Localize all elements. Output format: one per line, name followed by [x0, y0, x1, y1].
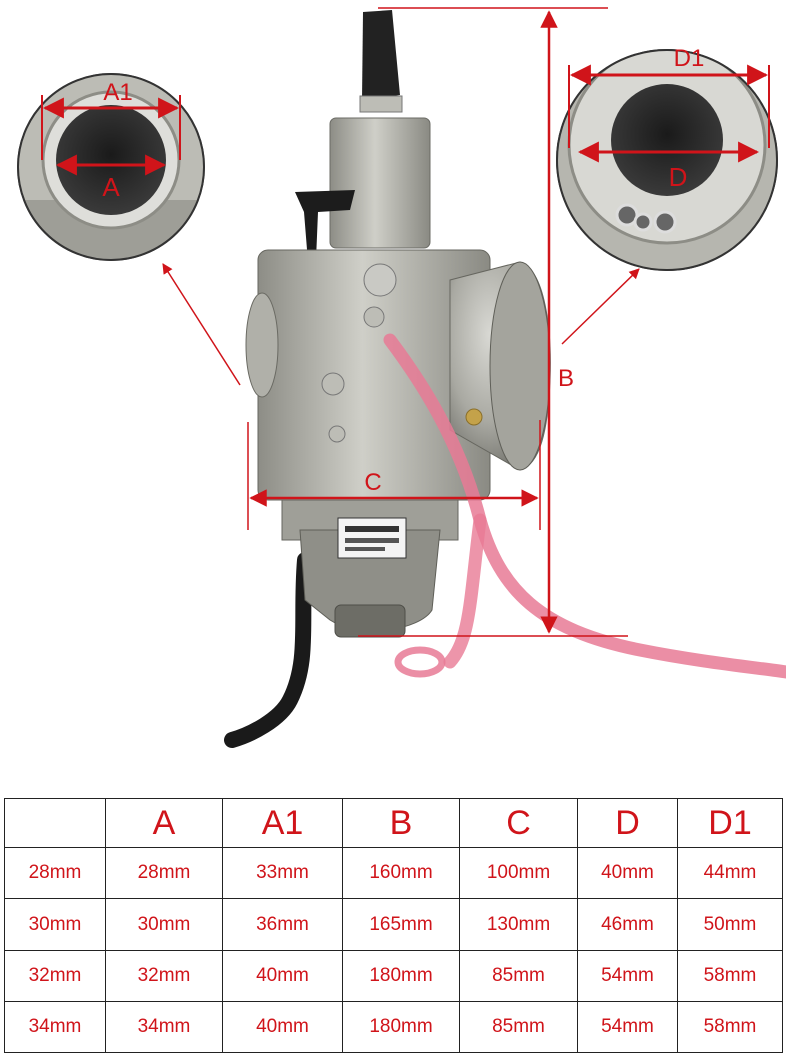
table-cell: 85mm [459, 950, 578, 1002]
table-cell: 34mm [105, 1001, 223, 1053]
carburetor-figure: A1 A D1 D B [17, 7, 786, 748]
table-cell: 180mm [342, 950, 460, 1002]
dimension-label-b: B [558, 365, 574, 392]
table-cell: 30mm [105, 898, 223, 951]
table-cell: 100mm [459, 847, 578, 899]
table-cell: 28mm [4, 847, 106, 899]
table-cell: 33mm [222, 847, 343, 899]
table-row: 28mm 28mm 33mm 160mm 100mm 40mm 44mm [4, 847, 783, 899]
table-cell: 160mm [342, 847, 460, 899]
inlet-detail-inset: A1 A [17, 73, 205, 261]
table-row: 34mm 34mm 40mm 180mm 85mm 54mm 58mm [4, 1001, 783, 1053]
dimension-c: C [247, 420, 541, 530]
size-spec-table: A A1 B C D D1 28mm 28mm 33mm 160mm 100mm… [4, 798, 783, 1053]
table-header-row: A A1 B C D D1 [4, 798, 783, 848]
table-cell: 32mm [4, 950, 106, 1002]
table-cell: 46mm [577, 898, 678, 951]
dimension-label-c: C [364, 469, 381, 496]
table-cell: 32mm [105, 950, 223, 1002]
table-cell: 180mm [342, 1001, 460, 1053]
table-cell: 85mm [459, 1001, 578, 1053]
table-cell: 36mm [222, 898, 343, 951]
table-header-cell [4, 798, 106, 848]
inlet-pointer-arrow [162, 263, 241, 386]
dimension-label-a: A [102, 172, 120, 202]
table-header-cell: C [459, 798, 578, 848]
table-cell: 40mm [222, 1001, 343, 1053]
carburetor-photo [224, 10, 786, 748]
table-cell: 40mm [577, 847, 678, 899]
table-cell: 30mm [4, 898, 106, 951]
table-header-cell: D1 [677, 798, 783, 848]
table-row: 32mm 32mm 40mm 180mm 85mm 54mm 58mm [4, 950, 783, 1002]
outlet-pointer-arrow [561, 268, 640, 345]
table-cell: 54mm [577, 950, 678, 1002]
table-cell: 28mm [105, 847, 223, 899]
table-cell: 165mm [342, 898, 460, 951]
table-cell: 58mm [677, 1001, 783, 1053]
table-cell: 130mm [459, 898, 578, 951]
dimension-label-d1: D1 [674, 45, 705, 72]
table-cell: 40mm [222, 950, 343, 1002]
table-header-cell: A1 [222, 798, 343, 848]
table-row: 30mm 30mm 36mm 165mm 130mm 46mm 50mm [4, 898, 783, 951]
dimension-b: B [358, 7, 628, 637]
table-cell: 44mm [677, 847, 783, 899]
table-cell: 50mm [677, 898, 783, 951]
table-header-cell: B [342, 798, 460, 848]
table-cell: 34mm [4, 1001, 106, 1053]
dimension-label-a1: A1 [103, 79, 132, 106]
outlet-detail-inset: D1 D [556, 45, 778, 271]
table-header-cell: D [577, 798, 678, 848]
table-cell: 58mm [677, 950, 783, 1002]
table-header-cell: A [105, 798, 223, 848]
dimension-label-d: D [669, 162, 688, 192]
table-cell: 54mm [577, 1001, 678, 1053]
